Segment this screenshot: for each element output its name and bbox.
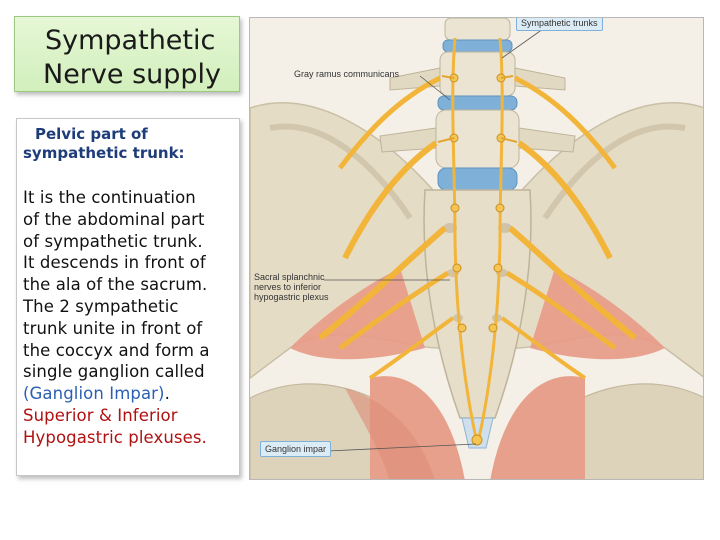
body-line: of the abdominal part — [23, 209, 205, 229]
body-line: It descends in front of — [23, 253, 206, 273]
plexus-line1: Superior & Inferior — [23, 405, 178, 425]
label-ganglion-impar: Ganglion impar — [260, 441, 332, 457]
body-line: the coccyx and form a — [23, 340, 210, 360]
subheading-line1: Pelvic part of — [35, 125, 148, 143]
subheading-line2: sympathetic trunk: — [23, 144, 185, 162]
slide-title-line1: Sympathetic — [45, 25, 216, 56]
label-sacral-line1: Sacral splanchnic — [254, 272, 325, 282]
label-gray-ramus: Gray ramus communicans — [294, 69, 400, 79]
label-sacral-splanchnic: Sacral splanchnic nerves to inferior hyp… — [254, 272, 329, 302]
slide-title-box: Sympathetic Nerve supply — [14, 16, 240, 92]
body-line: single ganglion called — [23, 362, 205, 382]
body-line: the ala of the sacrum. — [23, 275, 208, 295]
subheading: Pelvic part of sympathetic trunk: — [23, 125, 239, 163]
body-line: It is the continuation — [23, 188, 196, 207]
ganglion-impar-text: (Ganglion Impar) — [23, 384, 165, 404]
body-line: trunk unite in front of — [23, 318, 203, 338]
label-sympathetic-trunks: Sympathetic trunks — [516, 18, 603, 31]
plexus-line2: Hypogastric plexuses. — [23, 427, 207, 447]
ganglion-line: (Ganglion Impar). — [23, 383, 239, 405]
body-text: It is the continuation of the abdominal … — [23, 187, 239, 449]
anatomy-drawing — [250, 18, 703, 479]
slide-text-box: Pelvic part of sympathetic trunk: It is … — [16, 118, 240, 476]
ganglion-period: . — [164, 384, 170, 404]
label-sacral-line2: nerves to inferior — [254, 282, 322, 292]
label-sacral-line3: hypogastric plexus — [254, 292, 329, 302]
body-line: of sympathetic trunk. — [23, 231, 203, 251]
body-line: The 2 sympathetic — [23, 296, 179, 316]
slide-title-line2: Nerve supply — [43, 59, 222, 90]
pelvic-sympathetic-illustration: Sympathetic trunks Gray ramus communican… — [249, 17, 704, 480]
